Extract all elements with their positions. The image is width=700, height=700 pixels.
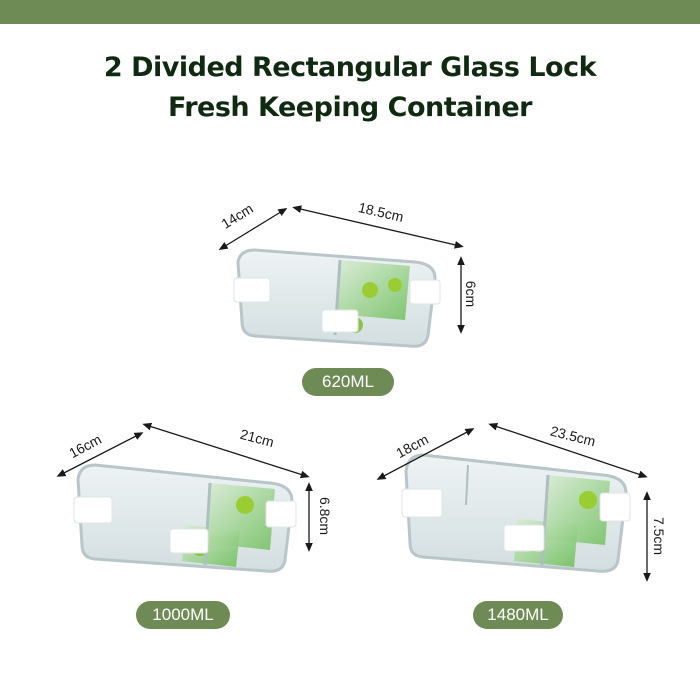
width-label-620ml: 14cm [218,200,256,232]
container-image-620ml [233,248,441,348]
length-label-1000ml: 21cm [238,425,276,451]
title-line-1: 2 Divided Rectangular Glass Lock [103,52,597,83]
top-banner-bar [0,0,700,24]
height-label-620ml: 6cm [463,280,480,308]
title-line-2: Fresh Keeping Container [168,92,532,123]
capacity-badge-620ml: 620ML [302,368,394,396]
width-label-1480ml: 18cm [393,430,431,462]
height-label-1000ml: 6.8cm [317,496,334,536]
height-label-1480ml: 7.5cm [651,516,668,556]
capacity-badge-1480ml: 1480ML [473,601,563,629]
container-image-1480ml [401,453,631,573]
container-image-1000ml [73,463,297,573]
capacity-badge-1000ml: 1000ML [136,601,230,629]
width-label-1000ml: 16cm [66,430,104,462]
page-title: 2 Divided Rectangular Glass Lock Fresh K… [0,48,700,128]
length-label-620ml: 18.5cm [356,199,406,225]
length-label-1480ml: 23.5cm [548,422,598,450]
